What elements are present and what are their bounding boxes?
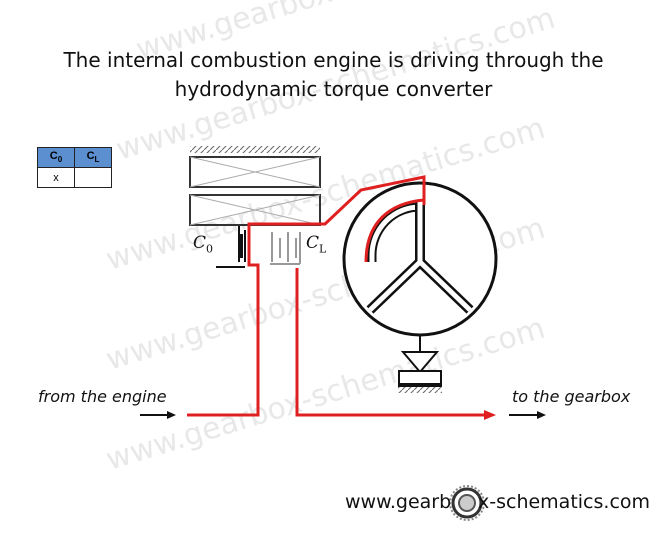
website-text-part2: x-schematics.com xyxy=(478,491,651,513)
housing-hatch xyxy=(190,146,320,153)
output-label: to the gearbox xyxy=(512,387,631,406)
label-c0: C0 xyxy=(193,233,214,256)
torque-converter xyxy=(342,181,498,337)
input-label: from the engine xyxy=(38,387,167,406)
clutch-state-table: C0 CL x xyxy=(37,147,112,188)
clutch-table-header-c0: C0 xyxy=(37,147,75,168)
title-line-2: hydrodynamic torque converter xyxy=(174,77,493,101)
clutch-table-cell-c0: x xyxy=(37,167,75,188)
title-line-1: The internal combustion engine is drivin… xyxy=(63,48,604,72)
housing-upper-block xyxy=(189,156,321,188)
clutch-table-header-row: C0 CL xyxy=(37,147,112,168)
clutch-cl xyxy=(270,232,301,265)
clutch-c0 xyxy=(216,226,246,268)
power-flow-path xyxy=(187,175,486,417)
label-cl: CL xyxy=(306,233,327,256)
website-text-part1: www.gearb xyxy=(345,491,452,513)
clutch-table-cell-cl xyxy=(74,167,112,188)
clutch-table-row: x xyxy=(37,167,112,188)
input-arrow xyxy=(140,411,176,419)
clutch-table-header-cl: CL xyxy=(74,147,112,168)
output-arrow xyxy=(509,411,546,419)
gear-logo-icon xyxy=(449,485,485,521)
stator-ground xyxy=(398,335,442,393)
power-flow-arrowhead xyxy=(484,410,496,420)
